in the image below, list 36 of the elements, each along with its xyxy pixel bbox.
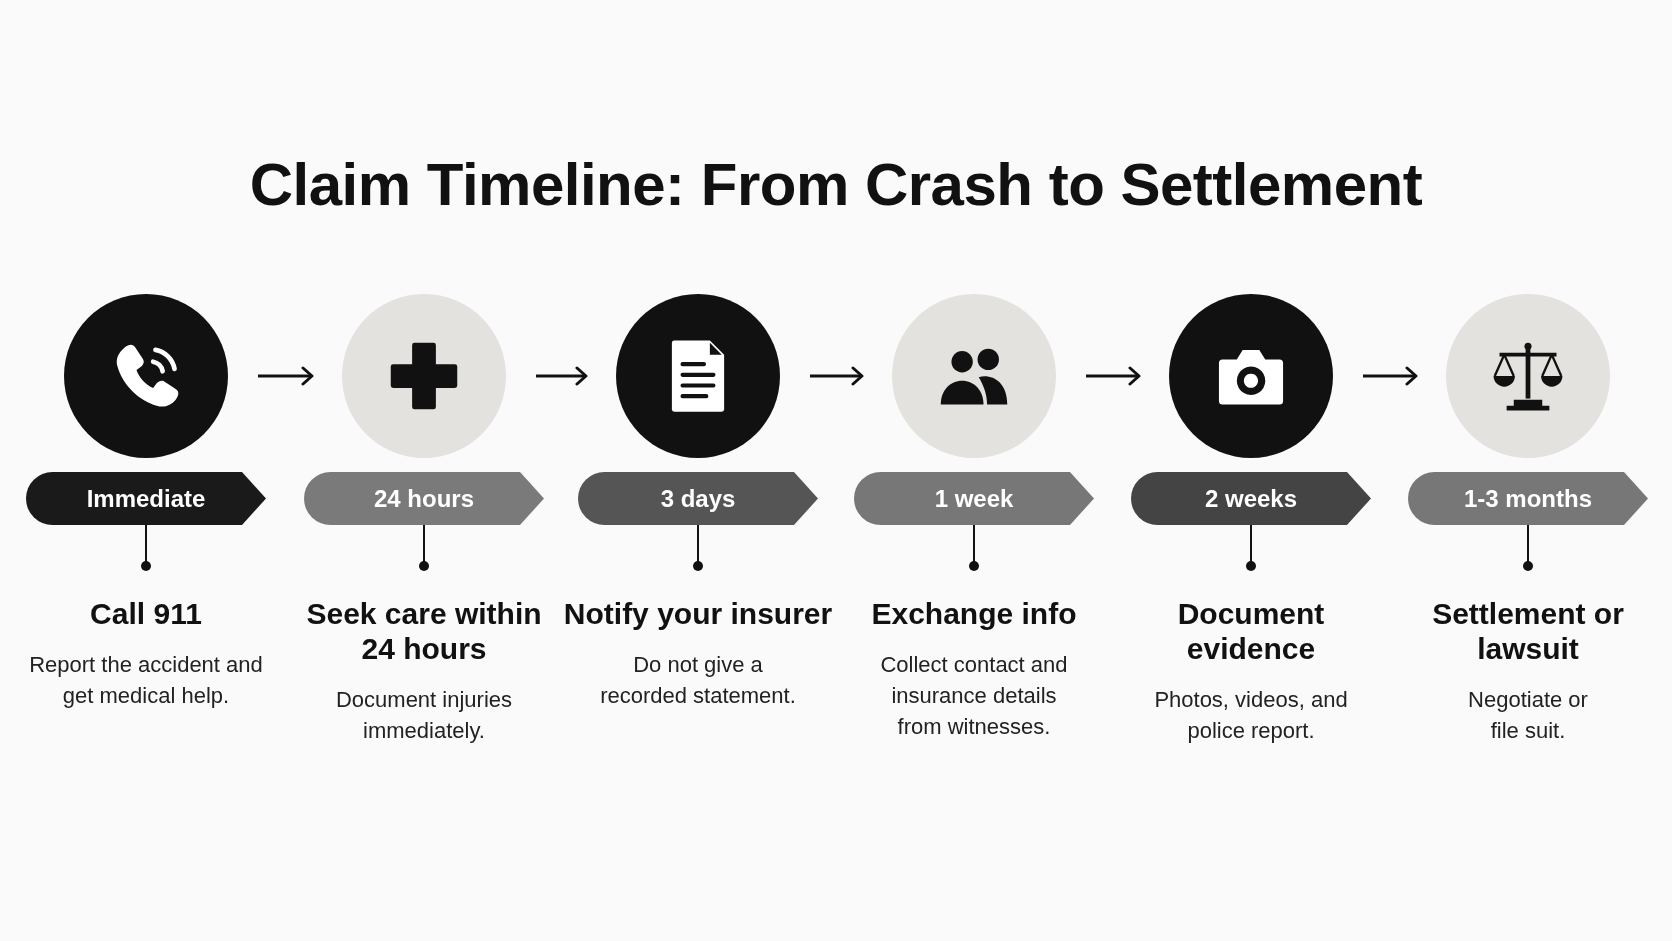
step-heading: Document evidence	[1176, 596, 1326, 666]
step-heading: Call 911	[89, 596, 203, 631]
arrow	[258, 366, 314, 386]
step-heading: Seek care within 24 hours	[305, 596, 543, 666]
time-tag	[1131, 472, 1371, 525]
leader-line	[969, 524, 979, 571]
leader-line	[141, 524, 151, 571]
time-label: 24 hours	[374, 484, 474, 513]
time-label: 2 weeks	[1204, 484, 1298, 513]
time-tag	[304, 472, 544, 525]
step-heading: Notify your insurer	[563, 596, 833, 631]
time-label: 3 days	[660, 484, 736, 513]
arrow	[1086, 366, 1141, 386]
arrow	[810, 366, 864, 386]
leader-line	[419, 524, 429, 571]
step-description: Negotiate or file suit.	[1467, 686, 1589, 745]
arrow	[1363, 366, 1418, 386]
step-description: Photos, videos, and police report.	[1153, 686, 1349, 745]
step-description: Document injuries immediately.	[334, 686, 514, 745]
time-label: Immediate	[86, 484, 206, 513]
arrow	[536, 366, 588, 386]
time-tag	[578, 472, 818, 525]
step-description: Report the accident and get medical help.	[28, 651, 264, 710]
leader-line	[693, 524, 703, 571]
step-description: Collect contact and insurance details from witnesses.	[879, 651, 1069, 741]
step-heading: Settlement or lawsuit	[1431, 596, 1625, 666]
leader-line	[1523, 524, 1533, 571]
diagram-title: Claim Timeline: From Crash to Settlement	[248, 150, 1424, 219]
time-tag	[1408, 472, 1648, 525]
time-label: 1 week	[934, 484, 1014, 513]
leader-line	[1246, 524, 1256, 571]
time-tag	[26, 472, 266, 525]
time-tag	[854, 472, 1094, 525]
step-description: Do not give a recorded statement.	[599, 651, 797, 710]
time-label: 1-3 months	[1464, 484, 1592, 513]
step-heading: Exchange info	[870, 596, 1078, 631]
